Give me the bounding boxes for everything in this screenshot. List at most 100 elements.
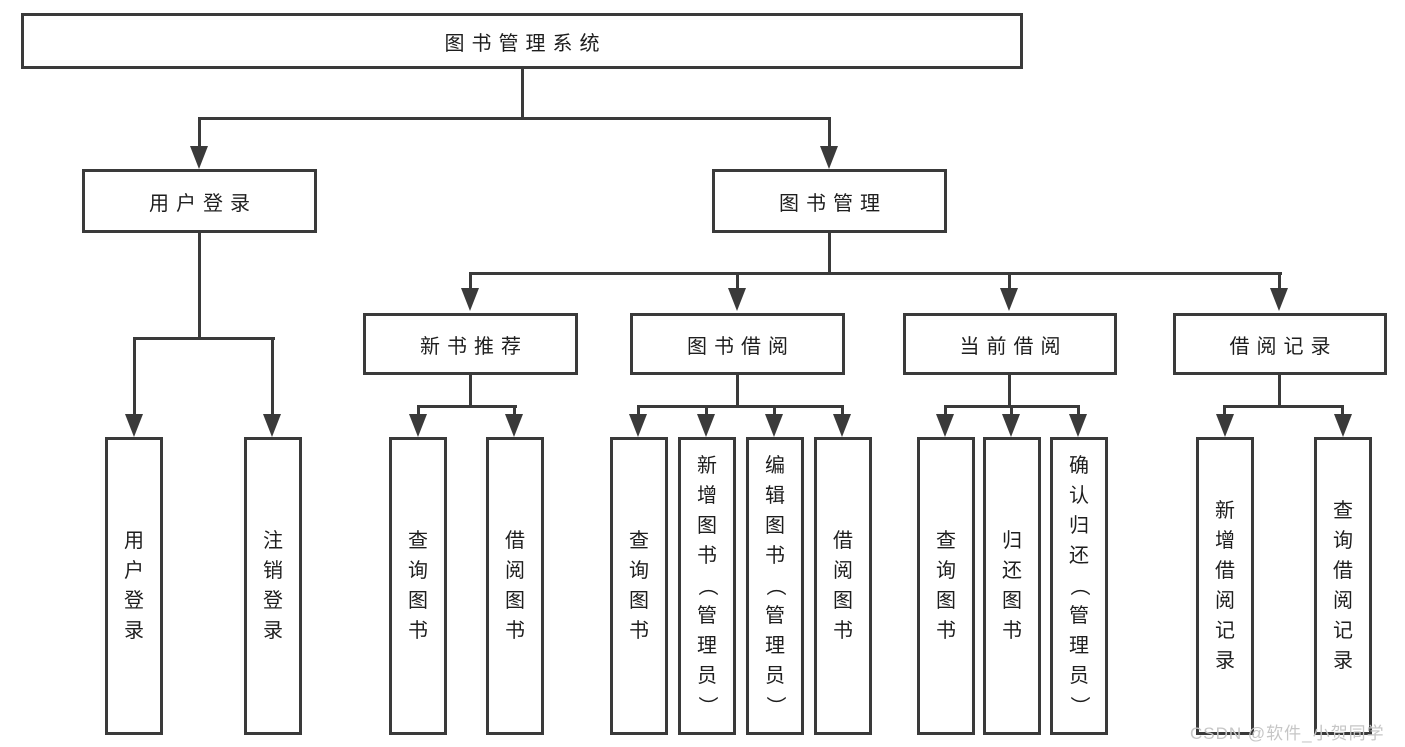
node-new-book-recommendation: 新书推荐: [363, 313, 578, 375]
leaf-label: 新增图书（管理员）: [681, 451, 733, 721]
leaf-label-char: 图: [936, 590, 956, 612]
leaf-label-char: 借: [1333, 560, 1353, 582]
leaf-label-char: 理: [697, 635, 717, 657]
connector-branch-current-borrow: [944, 405, 1080, 408]
leaf-label-char: 新: [697, 455, 717, 477]
leaf-label-char: 书: [505, 620, 525, 642]
connector-drop-leaf: [705, 408, 708, 414]
leaf-label-char: 借: [833, 530, 853, 552]
leaf-label-char: 借: [1215, 560, 1235, 582]
leaf-label-char: 管: [765, 605, 785, 627]
leaf-label: 借阅图书: [817, 526, 869, 646]
leaf-label-char: 书: [765, 545, 785, 567]
leaf-borrow-books-borrow: 借阅图书: [814, 437, 872, 735]
csdn-watermark: CSDN @软件_小贺同学: [1190, 724, 1385, 743]
leaf-label-char: 查: [1333, 500, 1353, 522]
leaf-label-char: 录: [263, 620, 283, 642]
leaf-label-char: 理: [765, 635, 785, 657]
leaf-label-char: 书: [833, 620, 853, 642]
leaf-label: 查询图书: [613, 526, 665, 646]
leaf-label: 归还图书: [986, 526, 1038, 646]
leaf-label-char: 录: [1215, 650, 1235, 672]
leaf-label-char: 销: [263, 560, 283, 582]
connector-trunk-current-borrow: [1008, 375, 1011, 405]
arrowhead-down-icon: [765, 414, 783, 437]
leaf-label-char: 记: [1333, 620, 1353, 642]
leaf-label-char: 登: [263, 590, 283, 612]
arrowhead-down-icon: [505, 414, 523, 437]
leaf-label-char: 归: [1002, 530, 1022, 552]
leaf-label-char: 录: [124, 620, 144, 642]
connector-drop-leaf: [841, 408, 844, 414]
connector-drop-leaf: [417, 408, 420, 414]
leaf-label-char: 书: [1002, 620, 1022, 642]
connector-drop-current-borrow: [1008, 275, 1011, 288]
connector-drop-leaf: [944, 408, 947, 414]
leaf-label-char: 查: [936, 530, 956, 552]
connector-drop-leaf: [1223, 408, 1226, 414]
connector-branch-new-book: [417, 405, 517, 408]
leaf-label-char: ）: [696, 696, 718, 716]
leaf-label-char: 管: [697, 605, 717, 627]
leaf-edit-books-admin: 编辑图书（管理员）: [746, 437, 804, 735]
connector-trunk-book-management: [828, 233, 831, 272]
leaf-label-char: 询: [408, 560, 428, 582]
leaf-label-char: 图: [408, 590, 428, 612]
connector-branch-level2: [469, 272, 1282, 275]
leaf-label-char: 员: [697, 665, 717, 687]
leaf-label-char: 确: [1069, 455, 1089, 477]
node-current-borrowing: 当前借阅: [903, 313, 1117, 375]
leaf-return-books: 归还图书: [983, 437, 1041, 735]
connector-drop-leaf: [1010, 408, 1013, 414]
connector-drop-book-management: [828, 120, 831, 146]
leaf-label: 新增借阅记录: [1199, 496, 1251, 676]
leaf-label-char: 还: [1069, 545, 1089, 567]
leaf-label-char: 员: [1069, 665, 1089, 687]
arrowhead-down-icon: [409, 414, 427, 437]
node-library-management-system: 图书管理系统: [21, 13, 1023, 69]
arrowhead-down-icon: [936, 414, 954, 437]
connector-drop-leaf: [773, 408, 776, 414]
node-label: 新书推荐: [420, 335, 528, 358]
leaf-user-login: 用户登录: [105, 437, 163, 735]
connector-drop-leaf: [637, 408, 640, 414]
leaf-label-char: （: [696, 576, 718, 596]
connector-drop-leaf: [1341, 408, 1344, 414]
arrowhead-down-icon: [833, 414, 851, 437]
leaf-label-char: 书: [629, 620, 649, 642]
leaf-label-char: 理: [1069, 635, 1089, 657]
leaf-label: 查询图书: [392, 526, 444, 646]
leaf-confirm-return-admin: 确认归还（管理员）: [1050, 437, 1108, 735]
node-book-management: 图书管理: [712, 169, 947, 233]
leaf-label-char: 书: [697, 545, 717, 567]
arrowhead-down-icon: [1334, 414, 1352, 437]
leaf-label-char: 新: [1215, 500, 1235, 522]
leaf-label-char: 录: [1333, 650, 1353, 672]
connector-branch-level1: [198, 117, 831, 120]
leaf-label-char: 登: [124, 590, 144, 612]
leaf-label-char: 图: [629, 590, 649, 612]
node-user-login: 用户登录: [82, 169, 317, 233]
node-book-borrowing: 图书借阅: [630, 313, 845, 375]
leaf-label-char: 阅: [1333, 590, 1353, 612]
leaf-label-char: （: [1068, 576, 1090, 596]
leaf-label-char: 阅: [505, 560, 525, 582]
arrowhead-down-icon: [629, 414, 647, 437]
connector-trunk-root: [521, 69, 524, 117]
connector-drop-leaf: [271, 340, 274, 414]
arrowhead-down-icon: [1216, 414, 1234, 437]
leaf-label-char: ）: [764, 696, 786, 716]
leaf-label-char: 询: [936, 560, 956, 582]
node-label: 图书借阅: [687, 335, 795, 358]
leaf-label-char: 图: [1002, 590, 1022, 612]
leaf-label: 确认归还（管理员）: [1053, 451, 1105, 721]
connector-trunk-new-book: [469, 375, 472, 405]
connector-branch-book-borrow: [637, 405, 844, 408]
connector-drop-new-book: [469, 275, 472, 288]
connector-branch-borrow-records: [1223, 405, 1344, 408]
arrowhead-down-icon: [1000, 288, 1018, 311]
leaf-add-books-admin: 新增图书（管理员）: [678, 437, 736, 735]
leaf-label-char: 询: [1333, 530, 1353, 552]
leaf-label-char: 询: [629, 560, 649, 582]
